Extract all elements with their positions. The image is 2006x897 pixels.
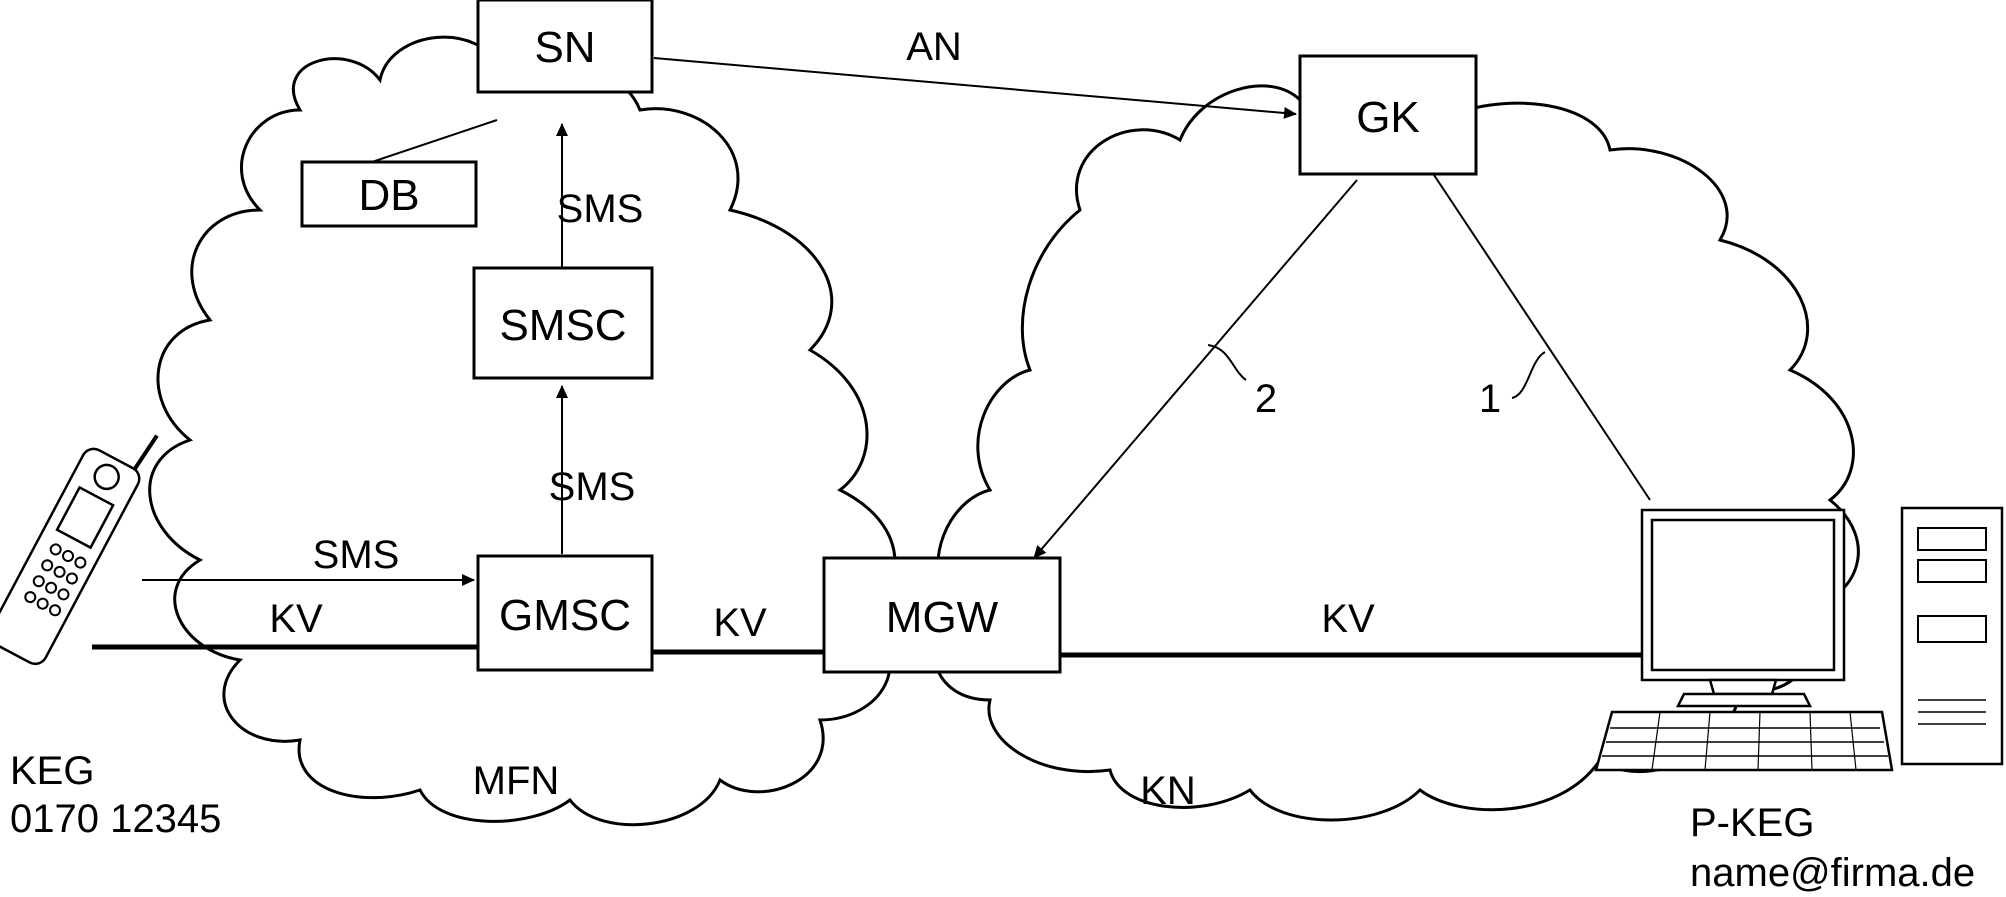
mgw-label: MGW xyxy=(886,593,999,642)
kv-label-right: KV xyxy=(1321,597,1375,641)
gk-to-mgw-arrow-2 xyxy=(1034,180,1357,558)
gk-label: GK xyxy=(1356,93,1420,142)
sms-label-mid: SMS xyxy=(549,465,636,509)
gmsc-node: GMSC xyxy=(478,556,652,670)
keyboard-icon xyxy=(1596,712,1892,770)
db-label: DB xyxy=(358,171,419,220)
gk-node: GK xyxy=(1300,56,1476,174)
db-node: DB xyxy=(302,162,476,226)
marker-2-label: 2 xyxy=(1255,377,1277,421)
mobile-phone-icon xyxy=(0,409,162,668)
marker-1-leader xyxy=(1512,352,1545,398)
tower-pc-icon xyxy=(1902,508,2002,764)
sms-label-phone: SMS xyxy=(313,533,400,577)
sn-label: SN xyxy=(534,23,595,72)
an-label: AN xyxy=(906,25,962,69)
gmsc-label: GMSC xyxy=(499,591,631,640)
kv-label-phone: KV xyxy=(269,597,323,641)
mfn-label: MFN xyxy=(473,759,560,803)
mobile-device-number: 0170 12345 xyxy=(10,797,221,841)
marker-1-label: 1 xyxy=(1479,377,1501,421)
gk-to-pc-link-1 xyxy=(1432,172,1650,500)
mgw-node: MGW xyxy=(824,558,1060,672)
smsc-node: SMSC xyxy=(474,268,652,378)
marker-2-leader xyxy=(1208,345,1246,380)
smsc-label: SMSC xyxy=(499,301,626,350)
pc-device-address: name@firma.de xyxy=(1690,851,1975,895)
sn-node: SN xyxy=(478,0,652,92)
an-link xyxy=(654,58,1296,114)
sms-label-top: SMS xyxy=(557,187,644,231)
pc-device-name: P-KEG xyxy=(1690,801,1814,845)
kn-label: KN xyxy=(1140,769,1196,813)
sn-to-db-link xyxy=(372,120,497,162)
core-network-cloud xyxy=(934,83,1859,820)
monitor-icon xyxy=(1642,510,1844,706)
mobile-network-cloud xyxy=(150,37,895,825)
kv-label-mid: KV xyxy=(713,601,767,645)
mobile-device-name: KEG xyxy=(10,749,94,793)
